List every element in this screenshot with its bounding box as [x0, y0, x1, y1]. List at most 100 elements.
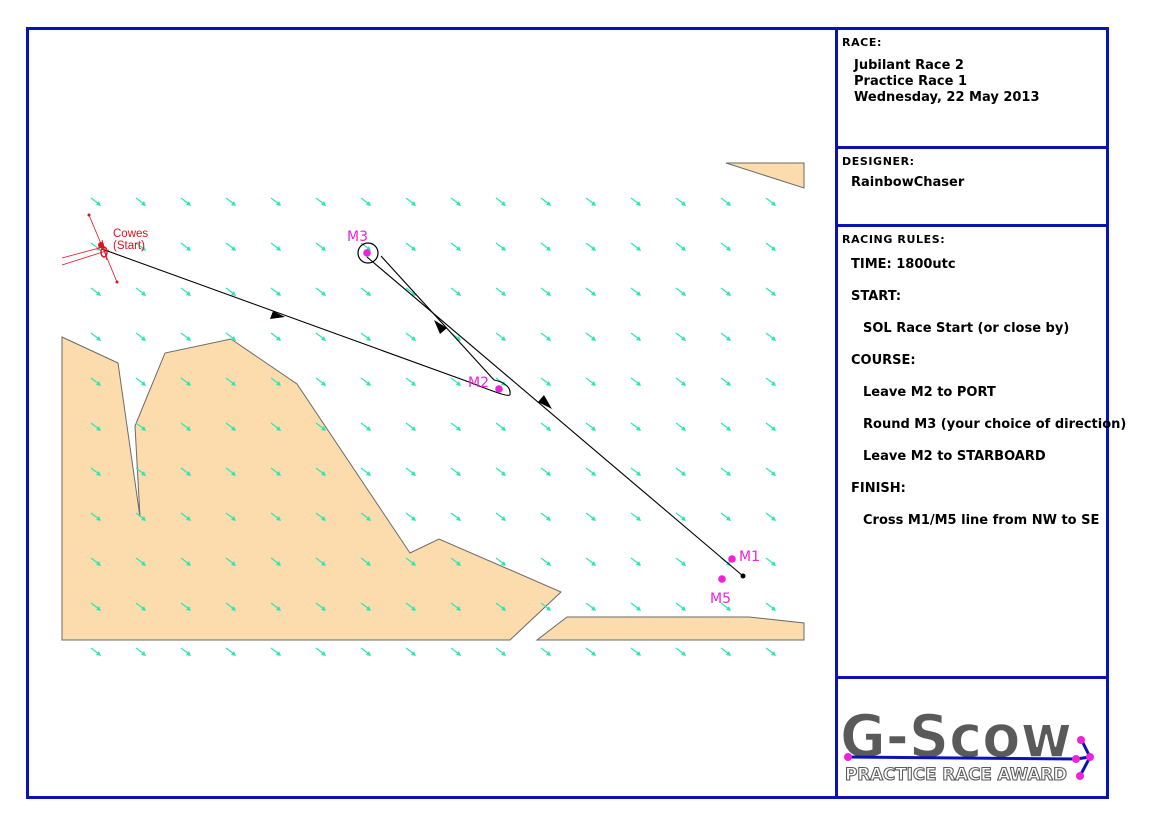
- wind-arrow-head: [366, 426, 371, 431]
- wind-arrow-head: [771, 246, 776, 251]
- wind-arrow-head: [456, 201, 461, 206]
- wind-arrow-head: [771, 651, 776, 656]
- designer-name: RainbowChaser: [851, 175, 965, 190]
- wind-arrow-head: [681, 201, 686, 206]
- course-line: [101, 242, 746, 579]
- wind-arrow-head: [96, 336, 101, 341]
- wind-arrow-head: [411, 606, 416, 611]
- g-scow-logo: G-Scow PRACTICE RACE AWARD: [839, 701, 1094, 786]
- logo-dot-4: [1086, 753, 1094, 761]
- wind-arrow-head: [276, 246, 281, 251]
- wind-arrow-head: [96, 291, 101, 296]
- wind-arrow-head: [681, 291, 686, 296]
- logo-dot-1: [844, 753, 852, 761]
- wind-arrow-head: [636, 651, 641, 656]
- race-header: RACE:: [842, 36, 882, 49]
- wind-arrow-head: [771, 471, 776, 476]
- wind-arrow-head: [231, 651, 236, 656]
- wind-arrow-head: [681, 516, 686, 521]
- wind-arrow-head: [96, 516, 101, 521]
- wind-arrow-head: [141, 561, 146, 566]
- start-line-c: [61, 246, 104, 259]
- rules-course-step-3: Leave M2 to STARBOARD: [863, 449, 1046, 464]
- wind-arrow-head: [186, 336, 191, 341]
- wind-arrow-head: [546, 651, 551, 656]
- wind-arrow-head: [141, 471, 146, 476]
- mark-m2-dot[interactable]: [495, 385, 503, 393]
- wind-arrow-head: [546, 291, 551, 296]
- wind-arrow-head: [771, 381, 776, 386]
- wind-arrow-head: [456, 426, 461, 431]
- wind-arrow-head: [726, 246, 731, 251]
- start-line-b: [61, 249, 110, 266]
- course-arrow-3: [538, 395, 552, 409]
- rules-course-step-1: Leave M2 to PORT: [863, 385, 996, 400]
- land-south-shore: [535, 616, 805, 641]
- mark-m5-label: M5: [710, 591, 731, 607]
- wind-arrow-head: [726, 381, 731, 386]
- wind-arrow-head: [231, 516, 236, 521]
- wind-arrow-head: [591, 201, 596, 206]
- wind-arrow-head: [411, 516, 416, 521]
- marks-layer: M3 M2 M1 M5: [347, 229, 760, 607]
- wind-arrow-head: [546, 381, 551, 386]
- wind-arrow-head: [546, 426, 551, 431]
- course-arrow-2: [434, 320, 447, 334]
- start-buoy: [100, 246, 108, 258]
- wind-arrow-head: [771, 606, 776, 611]
- course-leg-start-to-m2: [101, 248, 511, 396]
- m3-rounding-circle: [357, 242, 379, 264]
- wind-arrow-head: [681, 471, 686, 476]
- start-sublabel: (Start): [113, 240, 145, 252]
- wind-arrow-head: [321, 426, 326, 431]
- wind-arrow-head: [411, 561, 416, 566]
- wind-arrow-head: [231, 471, 236, 476]
- start-marker: Cowes (Start): [61, 213, 148, 284]
- wind-arrow-head: [231, 291, 236, 296]
- wind-arrow-head: [456, 381, 461, 386]
- wind-arrow-head: [456, 606, 461, 611]
- wind-arrow-head: [501, 651, 506, 656]
- wind-arrow-head: [186, 606, 191, 611]
- mark-m5-dot[interactable]: [718, 575, 726, 583]
- wind-arrow-head: [591, 336, 596, 341]
- mark-m1-dot[interactable]: [728, 555, 736, 563]
- wind-arrow-head: [636, 381, 641, 386]
- wind-arrow-head: [276, 561, 281, 566]
- wind-arrow-head: [636, 426, 641, 431]
- race-line-1: Jubilant Race 2: [854, 58, 964, 73]
- wind-arrow-head: [321, 381, 326, 386]
- mark-m3-dot[interactable]: [363, 249, 371, 257]
- wind-arrow-head: [546, 516, 551, 521]
- wind-arrow-head: [456, 561, 461, 566]
- wind-arrow-head: [636, 336, 641, 341]
- wind-arrow-head: [636, 246, 641, 251]
- wind-arrow-head: [501, 201, 506, 206]
- wind-arrow-head: [411, 201, 416, 206]
- wind-arrow-head: [321, 291, 326, 296]
- wind-arrow-head: [591, 651, 596, 656]
- wind-arrow-head: [681, 651, 686, 656]
- wind-arrow-head: [186, 651, 191, 656]
- start-end-dot-a: [87, 213, 91, 217]
- wind-arrow-head: [276, 381, 281, 386]
- wind-arrow-head: [321, 516, 326, 521]
- wind-arrow-head: [186, 291, 191, 296]
- wind-arrow-head: [591, 426, 596, 431]
- info-panel: RACE: Jubilant Race 2 Practice Race 1 We…: [835, 30, 1126, 796]
- wind-arrow-head: [141, 246, 146, 251]
- wind-arrow-head: [591, 246, 596, 251]
- wind-arrow-head: [771, 291, 776, 296]
- wind-arrow-head: [771, 516, 776, 521]
- wind-arrow-head: [366, 651, 371, 656]
- wind-arrow-head: [726, 471, 731, 476]
- course-leg-m3-to-m1: [366, 256, 744, 577]
- racing-rules-box: RACING RULES: TIME: 1800utc START: SOL R…: [838, 227, 1126, 679]
- wind-arrow-head: [636, 516, 641, 521]
- wind-arrow-head: [456, 291, 461, 296]
- rules-start-detail: SOL Race Start (or close by): [863, 321, 1070, 336]
- wind-arrow-head: [726, 426, 731, 431]
- wind-arrow-head: [186, 471, 191, 476]
- course-map[interactable]: Cowes (Start) M3 M2 M1 M5: [29, 30, 835, 796]
- wind-arrow-head: [141, 381, 146, 386]
